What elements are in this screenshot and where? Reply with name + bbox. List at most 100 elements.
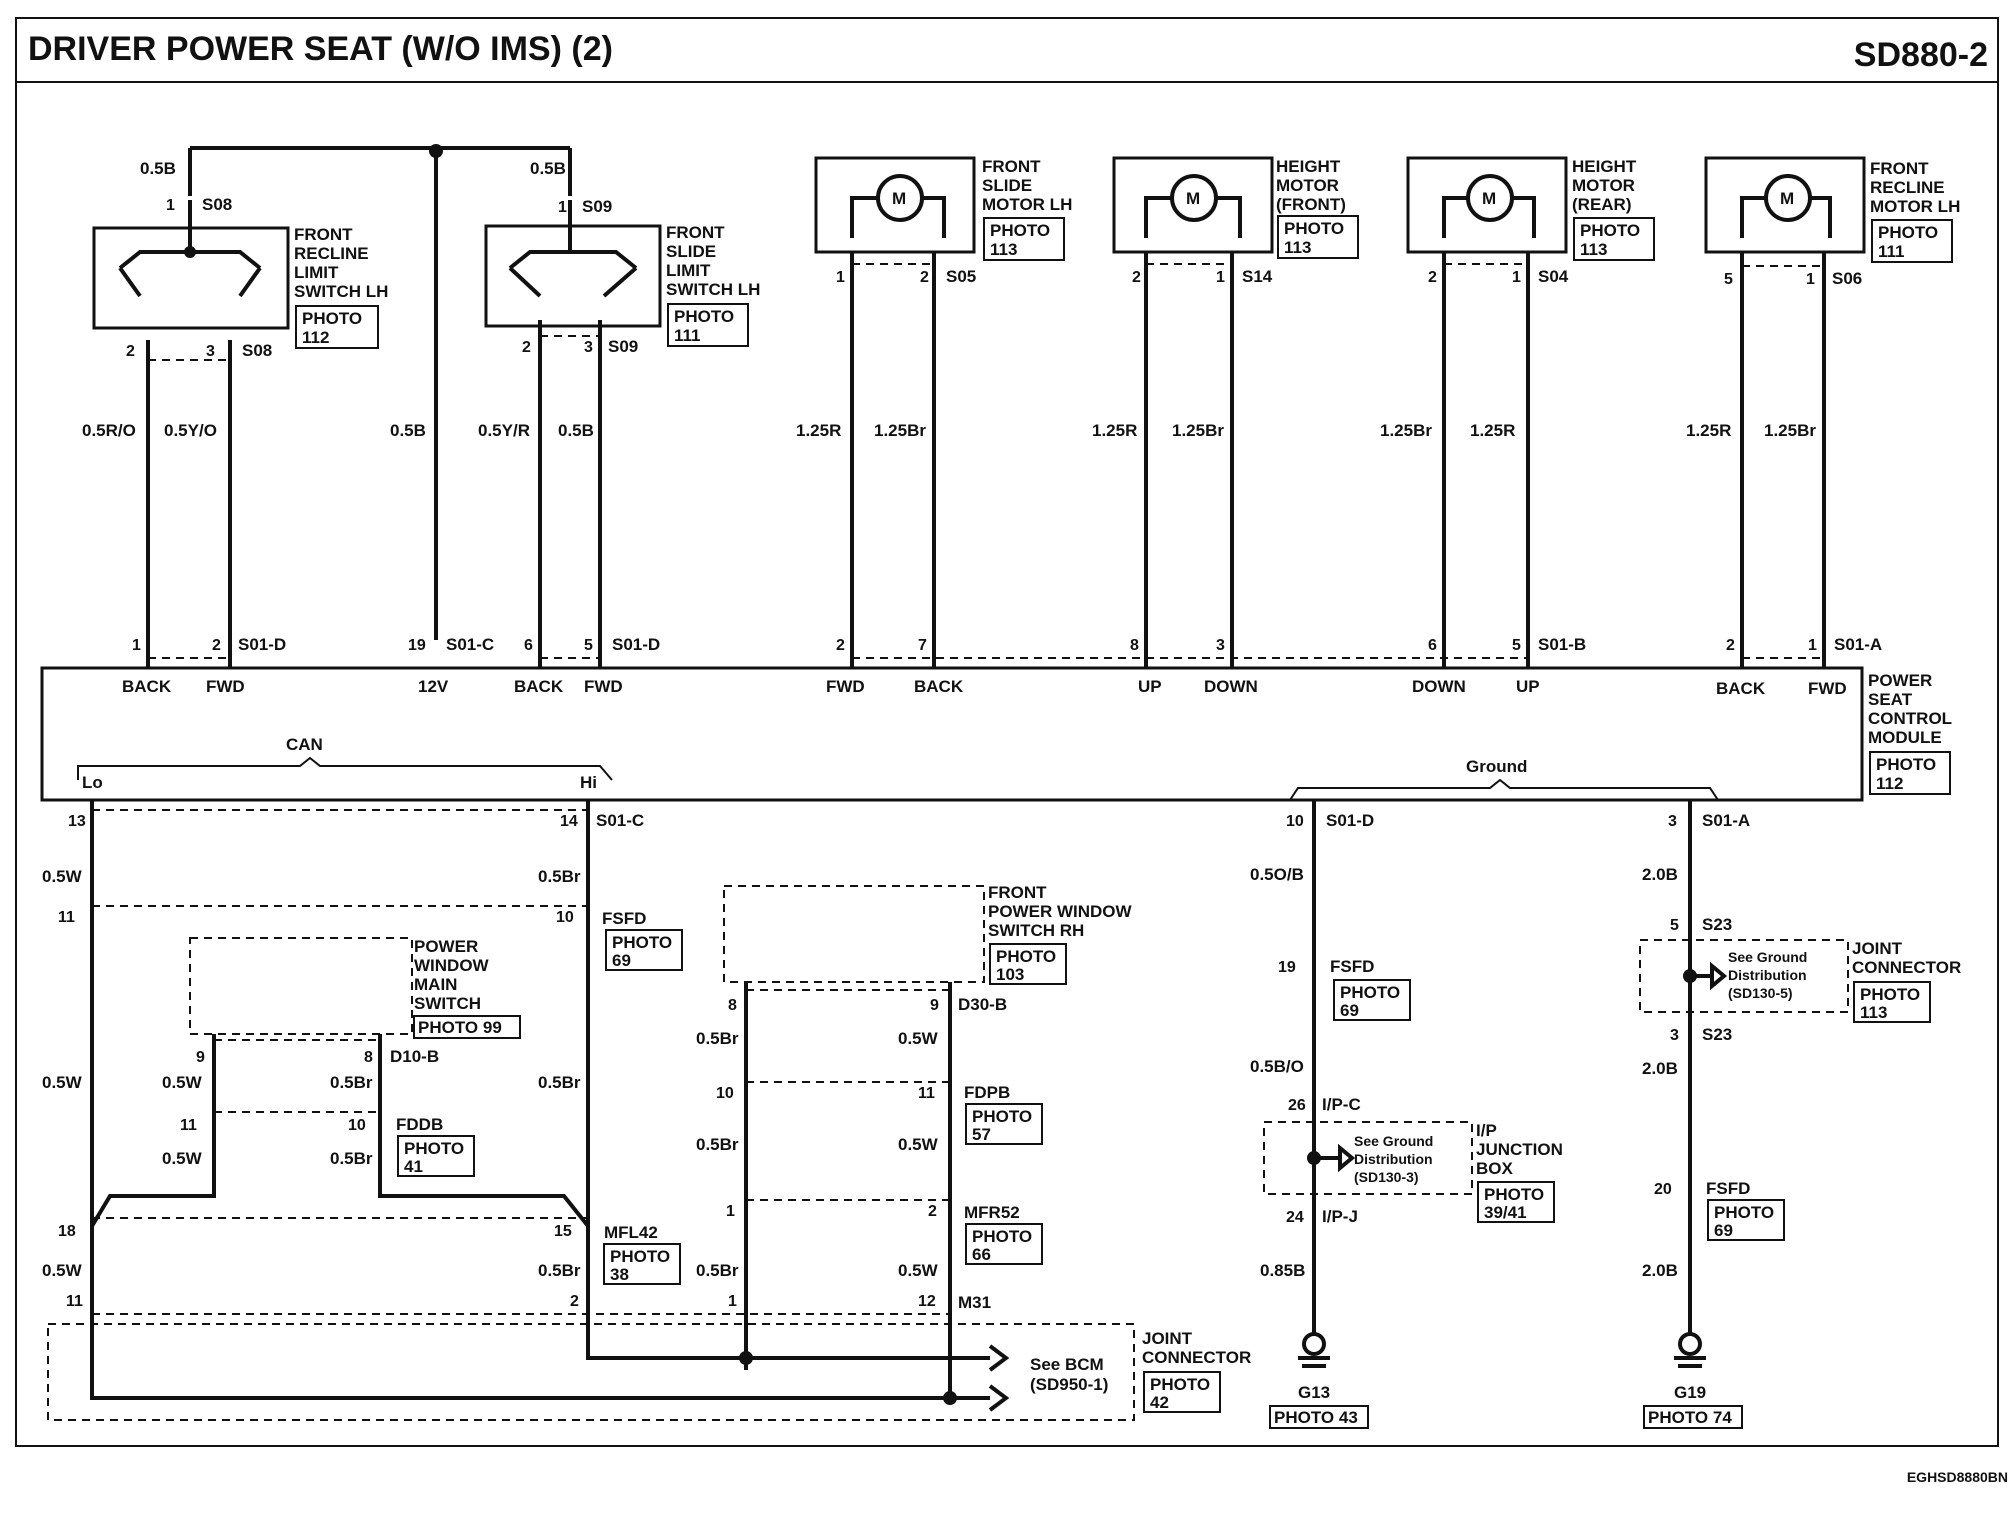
slide-limit-switch <box>484 224 662 328</box>
g13-photo-box <box>1269 1405 1369 1429</box>
module-pin-1: 1 <box>132 637 141 654</box>
pin-r11: 11 <box>918 1085 935 1102</box>
wire-label-can-w5: 0.5W <box>42 1261 83 1280</box>
module-label-back1: BACK <box>122 677 172 696</box>
pin-r8: 8 <box>728 997 737 1014</box>
joint-right-photo-2: 113 <box>1860 1003 1887 1022</box>
pin-m2a: 2 <box>1132 269 1141 286</box>
connector-fsfd-a: FSFD <box>602 909 646 928</box>
connector-s14: S14 <box>1242 267 1273 286</box>
svg-text:SLIDE: SLIDE <box>982 176 1032 195</box>
wire-label-05b-c: 0.5B <box>390 421 426 440</box>
connector-fsfd-b: FSFD <box>1330 957 1374 976</box>
pin-m2b: 1 <box>1216 269 1225 286</box>
ip-box-name-2: JUNCTION <box>1476 1140 1563 1159</box>
module-name-2: SEAT <box>1868 690 1913 709</box>
height-motor-front: M HEIGHT MOTOR (FRONT) PHOTO 113 <box>1112 156 1359 259</box>
module-pin-7: 7 <box>918 637 927 654</box>
wire-label-05b-a: 0.5B <box>140 159 176 178</box>
ip-box-name-3: BOX <box>1476 1159 1514 1178</box>
connector-s23a: S23 <box>1702 915 1732 934</box>
fdpb-photo-2: 57 <box>972 1125 991 1144</box>
power-window-main-switch <box>189 937 413 1035</box>
wire-label-g6: 2.0B <box>1642 1261 1678 1280</box>
wire-label-fp-w3: 0.5W <box>898 1261 939 1280</box>
connector-s01d-b: S01-D <box>612 635 660 654</box>
pin-2: 2 <box>126 343 135 360</box>
connector-s01c-a: S01-C <box>446 635 494 654</box>
mfl42-photo-1: PHOTO <box>610 1247 670 1266</box>
fsfd-a-photo-2: 69 <box>612 951 631 970</box>
wire-label-g3: 0.85B <box>1260 1261 1305 1280</box>
ground-g13: G13 <box>1298 1383 1330 1402</box>
connector-d30b: D30-B <box>958 995 1007 1014</box>
module-label-back3: BACK <box>914 677 964 696</box>
ip-ground-note-3: (SD130-3) <box>1354 1169 1419 1185</box>
recline-switch-name-1: FRONT <box>294 225 353 244</box>
module-label-down2: DOWN <box>1412 677 1466 696</box>
pin-r1: 1 <box>726 1203 735 1220</box>
pin-m3a: 2 <box>1428 269 1437 286</box>
pw-rh-name-1: FRONT <box>988 883 1047 902</box>
pin-q15: 15 <box>554 1223 572 1240</box>
module-label-fwd1: FWD <box>206 677 245 696</box>
module-pin-2c: 2 <box>1726 637 1735 654</box>
pin-t26: 26 <box>1288 1097 1306 1114</box>
wire-label-05yo: 0.5Y/O <box>164 421 217 440</box>
connector-s06: S06 <box>1832 269 1862 288</box>
wire-label-05b-d: 0.5B <box>558 421 594 440</box>
joint-ground-note-2: Distribution <box>1728 967 1807 983</box>
wire-label-can-br1: 0.5Br <box>538 867 581 886</box>
fsfd-c-photo-2: 69 <box>1714 1221 1733 1240</box>
connector-s23b: S23 <box>1702 1025 1732 1044</box>
svg-text:MOTOR: MOTOR <box>1572 176 1635 195</box>
svg-text:113: 113 <box>990 240 1017 259</box>
page-code: SD880-2 <box>1854 36 1988 74</box>
module-label-fwd4: FWD <box>1808 679 1847 698</box>
module-pin-3: 3 <box>1216 637 1225 654</box>
connector-s01d-c: S01-D <box>1326 811 1374 830</box>
joint-bottom-photo-box <box>1143 1371 1221 1413</box>
pin-r9: 9 <box>930 997 939 1014</box>
connector-s09b: S09 <box>608 337 638 356</box>
svg-text:113: 113 <box>1580 240 1607 259</box>
pw-rh-name-3: SWITCH RH <box>988 921 1084 940</box>
pw-main-name-1: POWER <box>414 937 478 956</box>
wire-label-can-w1: 0.5W <box>42 867 83 886</box>
fdpb-photo-box <box>965 1103 1043 1145</box>
wire-label-g2: 0.5B/O <box>1250 1057 1304 1076</box>
wire-label-fp-br2: 0.5Br <box>696 1135 739 1154</box>
front-power-window-switch-rh <box>723 885 985 983</box>
fsfd-c-photo-box <box>1707 1199 1785 1241</box>
ground-g19: G19 <box>1674 1383 1706 1402</box>
pin-u20: 20 <box>1654 1181 1672 1198</box>
connector-s01a-b: S01-A <box>1702 811 1750 830</box>
pin-13: 13 <box>68 813 86 830</box>
connector-fddb: FDDB <box>396 1115 443 1134</box>
switch-node <box>184 246 196 258</box>
pin-1: 1 <box>166 197 175 214</box>
recline-switch-photo-2: 112 <box>302 328 329 347</box>
wire-label-m2br: 1.25Br <box>1172 421 1224 440</box>
ip-junction-box <box>1263 1121 1473 1195</box>
bcm-arrow-2 <box>988 1384 1010 1412</box>
connector-ipc: I/P-C <box>1322 1095 1361 1114</box>
svg-text:111: 111 <box>1878 242 1905 261</box>
wire-label-g5: 2.0B <box>1642 1059 1678 1078</box>
wire-label-can-br5: 0.5Br <box>538 1073 581 1092</box>
slide-motor: M FRONT SLIDE MOTOR LH PHOTO 113 <box>814 156 1072 261</box>
switch2-contacts <box>508 250 638 298</box>
svg-text:M: M <box>1780 189 1794 208</box>
module-name-3: CONTROL <box>1868 709 1952 728</box>
svg-text:M: M <box>1482 189 1496 208</box>
pin-1b: 1 <box>558 199 567 216</box>
bcm-arrow-1 <box>988 1344 1010 1372</box>
connector-ipj: I/P-J <box>1322 1207 1358 1226</box>
pin-3b: 3 <box>584 339 593 356</box>
connector-s04: S04 <box>1538 267 1569 286</box>
pin-m4b: 1 <box>1806 271 1815 288</box>
module-label-back4: BACK <box>1716 679 1766 698</box>
svg-text:HEIGHT: HEIGHT <box>1276 157 1341 176</box>
mfr52-photo-box <box>965 1223 1043 1265</box>
splice-joint-1 <box>739 1351 753 1365</box>
